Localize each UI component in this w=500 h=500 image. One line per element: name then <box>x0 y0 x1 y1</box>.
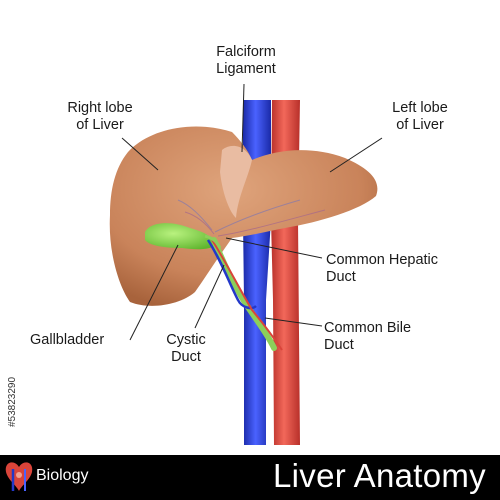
liver-anatomy-diagram <box>109 83 383 445</box>
footer-bar: Biology Liver Anatomy <box>0 455 500 500</box>
watermark-id: #53823290 <box>7 376 18 428</box>
label-common-hepatic-duct: Common Hepatic Duct <box>326 252 439 285</box>
heart-logo-icon <box>5 462 33 491</box>
liver-surface-vessels <box>177 199 326 237</box>
label-right-lobe: Right lobe of Liver <box>67 100 133 133</box>
footer-category: Biology <box>36 467 89 484</box>
liver <box>109 126 378 306</box>
leader-lines <box>121 83 383 341</box>
label-left-lobe: Left lobe of Liver <box>392 100 448 133</box>
label-cystic-duct: Cystic Duct <box>166 332 206 365</box>
label-gallbladder: Gallbladder <box>30 332 105 348</box>
label-common-bile-duct: Common Bile Duct <box>324 320 412 353</box>
label-falciform-ligament: Falciform Ligament <box>216 44 276 77</box>
falciform-ligament <box>220 145 252 218</box>
gallbladder <box>145 223 216 250</box>
footer-title: Liver Anatomy <box>272 457 486 494</box>
biliary-ducts <box>204 234 283 351</box>
